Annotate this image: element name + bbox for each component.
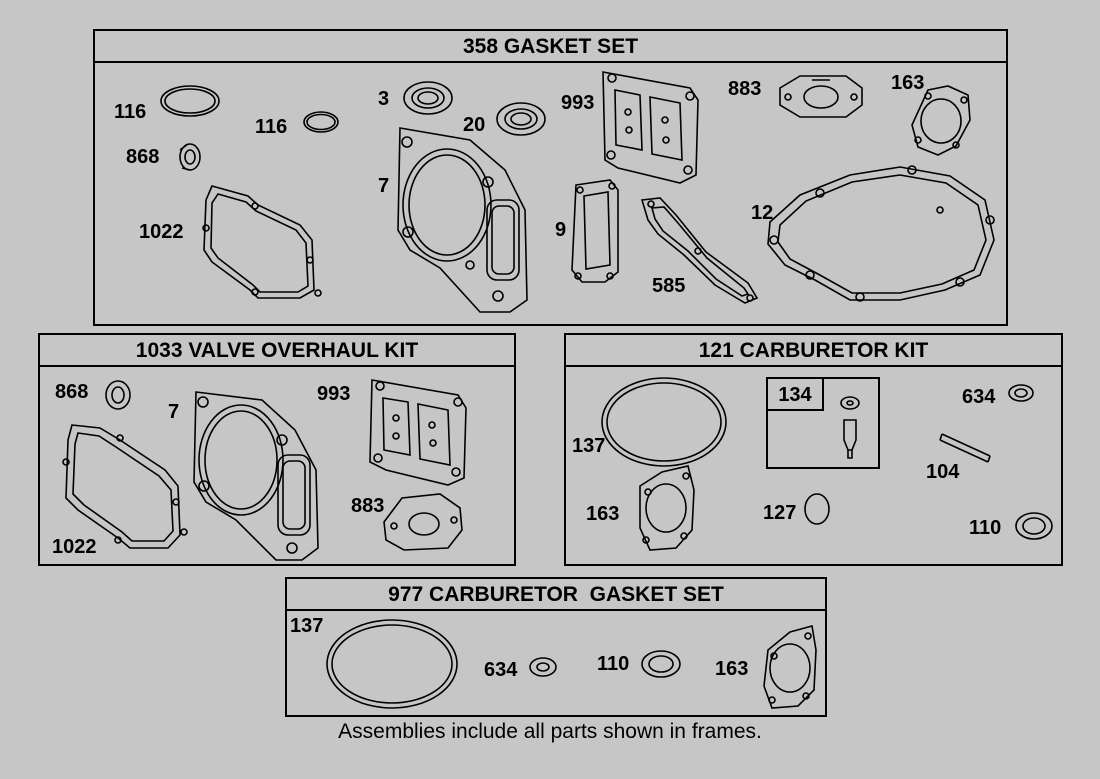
frame-134-subassembly: 134 [766, 377, 880, 469]
part-3-seal [404, 82, 452, 114]
set-110-washer [642, 651, 680, 677]
part-label-116: 116 [255, 116, 288, 138]
kit-993-gasket [370, 380, 466, 485]
part-12-crankcase-gasket [768, 166, 994, 301]
part-label-127: 127 [763, 502, 797, 524]
frame-title: 121 CARBURETOR KIT [566, 335, 1061, 367]
part-label-993: 993 [317, 383, 351, 405]
part-label-1022: 1022 [139, 221, 184, 243]
carb-127-plug [805, 494, 829, 524]
part-label-883: 883 [728, 78, 762, 100]
part-163-gasket [912, 86, 970, 155]
frame-1033-valve-overhaul-kit: 1033 VALVE OVERHAUL KIT [38, 333, 516, 566]
part-868-seal [180, 144, 200, 170]
part-label-137: 137 [290, 615, 324, 637]
kit-883-gasket [384, 494, 462, 550]
part-label-12: 12 [751, 202, 774, 224]
part-20-seal [497, 103, 545, 135]
frame-title: 977 CARBURETOR GASKET SET [287, 579, 825, 611]
frame-121-carburetor-kit: 121 CARBURETOR KIT [564, 333, 1063, 566]
part-label-104: 104 [926, 461, 960, 483]
part-883-gasket [780, 76, 862, 117]
frame-977-carburetor-gasket-set: 977 CARBURETOR GASKET SET [285, 577, 827, 717]
part-label-7: 7 [168, 401, 180, 423]
set-163-gasket [764, 626, 816, 708]
part-label-137: 137 [572, 435, 606, 457]
kit-7-head-gasket [194, 392, 318, 560]
part-label-868: 868 [55, 381, 89, 403]
part-9-gasket [572, 180, 618, 282]
carb-134-needle-seat [841, 397, 859, 458]
part-label-20: 20 [463, 114, 486, 136]
part-7-head-gasket [398, 128, 527, 312]
part-label-868: 868 [126, 146, 160, 168]
part-label-585: 585 [652, 275, 686, 297]
part-label-163: 163 [586, 503, 620, 525]
part-116-oring-large [161, 86, 219, 116]
carb-104-pin [940, 434, 990, 462]
part-label-163: 163 [715, 658, 749, 680]
carb-110-washer [1016, 513, 1052, 539]
inner-frame-title: 134 [768, 379, 824, 411]
part-label-110: 110 [969, 517, 1002, 539]
part-label-9: 9 [555, 219, 567, 241]
part-585-gasket [642, 198, 757, 303]
set-634-washer [530, 658, 556, 676]
part-label-7: 7 [378, 175, 390, 197]
part-label-3: 3 [378, 88, 390, 110]
part-1022-gasket [203, 186, 321, 298]
frame-title: 1033 VALVE OVERHAUL KIT [40, 335, 514, 367]
frame-title: 358 GASKET SET [95, 31, 1006, 63]
part-label-883: 883 [351, 495, 385, 517]
kit-1022-gasket [63, 425, 187, 548]
part-label-116: 116 [114, 101, 147, 123]
part-label-110: 110 [597, 653, 630, 675]
part-label-634: 634 [484, 659, 518, 681]
carb-163-gasket [640, 466, 694, 550]
set-137-oring [327, 620, 457, 708]
kit-868-seal [106, 381, 130, 409]
footer-note: Assemblies include all parts shown in fr… [338, 720, 762, 743]
part-993-gasket [603, 72, 698, 183]
frame-358-gasket-set: 358 GASKET SET [93, 29, 1008, 326]
carb-137-oring [602, 378, 726, 466]
carb-634-washer [1009, 385, 1033, 401]
part-label-634: 634 [962, 386, 996, 408]
part-label-993: 993 [561, 92, 595, 114]
part-label-1022: 1022 [52, 536, 97, 558]
part-116-oring-small [304, 112, 338, 132]
part-label-163: 163 [891, 72, 925, 94]
